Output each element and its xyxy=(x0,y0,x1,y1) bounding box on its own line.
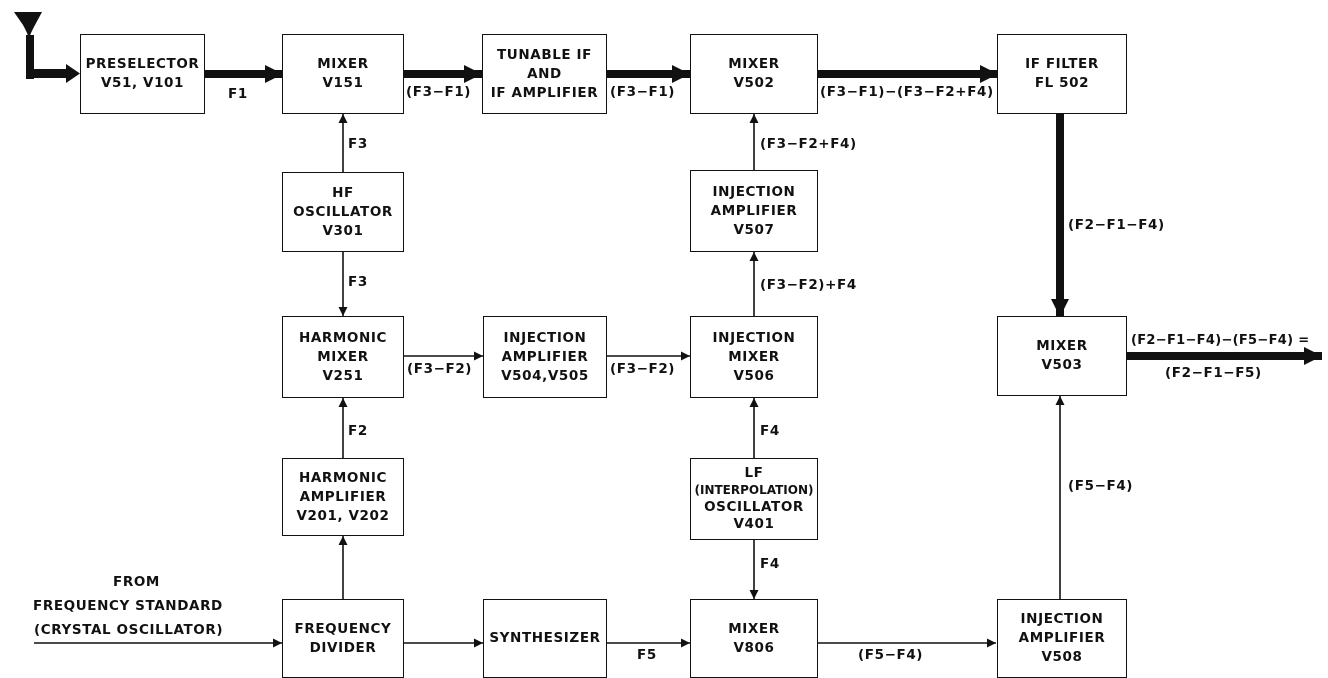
label-f4-upper: F4 xyxy=(760,423,780,439)
label-output-line-2: (F2−F1−F5) xyxy=(1165,365,1262,381)
lf-oscillator-line-3: OSCILLATOR xyxy=(704,499,804,515)
label-f5-f4-right: (F5−F4) xyxy=(1068,478,1134,494)
injection-amplifier-v507-block: INJECTION AMPLIFIER V507 xyxy=(690,170,818,252)
label-f3-f2-first: (F3−F2) xyxy=(407,361,473,377)
mixer-v502-block: MIXER V502 xyxy=(690,34,818,114)
injection-mixer-line-3: V506 xyxy=(733,367,775,384)
label-f3-upper: F3 xyxy=(348,136,368,152)
injection-amplifier-v508-line-1: INJECTION xyxy=(1020,611,1104,627)
hf-oscillator-line-2: OSCILLATOR xyxy=(293,203,393,220)
frequency-divider-block: FREQUENCY DIVIDER xyxy=(282,599,404,678)
mixer-v151-block: MIXER V151 xyxy=(282,34,404,114)
preselector-block: PRESELECTOR V51, V101 xyxy=(80,34,205,114)
lf-oscillator-line-1: LF xyxy=(744,465,764,481)
preselector-line-1: PRESELECTOR xyxy=(85,56,200,72)
preselector-line-2: V51, V101 xyxy=(100,75,185,91)
lf-oscillator-line-2: (INTERPOLATION) xyxy=(694,483,814,497)
label-f2-f1-f4: (F2−F1−F4) xyxy=(1068,217,1165,233)
label-f3-f1-second: (F3−F1) xyxy=(610,84,676,100)
harmonic-amplifier-line-3: V201, V202 xyxy=(296,507,390,524)
mixer-v806-block: MIXER V806 xyxy=(690,599,818,678)
injection-amplifier-v507-line-3: V507 xyxy=(733,221,775,238)
injection-mixer-line-2: MIXER xyxy=(728,348,780,365)
if-filter-block: IF FILTER FL 502 xyxy=(997,34,1127,114)
lf-oscillator-block: LF (INTERPOLATION) OSCILLATOR V401 xyxy=(690,458,818,540)
hf-oscillator-line-1: HF xyxy=(332,184,354,201)
frequency-divider-line-2: DIVIDER xyxy=(309,639,377,656)
lf-oscillator-line-4: V401 xyxy=(733,516,775,532)
antenna-icon xyxy=(14,12,80,83)
label-f4-lower: F4 xyxy=(760,556,780,572)
tunable-if-line-3: IF AMPLIFIER xyxy=(490,84,599,101)
label-f3-f2-plus-f4: (F3−F2)+F4 xyxy=(760,277,857,293)
injection-amplifier-v504-line-2: AMPLIFIER xyxy=(501,348,589,365)
mixer-v503-line-2: V503 xyxy=(1041,357,1083,373)
label-frequency-standard: FREQUENCY STANDARD xyxy=(33,598,223,614)
label-f3-f1-first: (F3−F1) xyxy=(406,84,472,100)
label-f3-f2-second: (F3−F2) xyxy=(610,361,676,377)
tunable-if-line-1: TUNABLE IF xyxy=(497,46,592,63)
if-filter-line-2: FL 502 xyxy=(1034,75,1090,91)
synthesizer-block: SYNTHESIZER xyxy=(483,599,607,678)
mixer-v151-line-2: V151 xyxy=(322,75,364,91)
injection-mixer-line-1: INJECTION xyxy=(712,329,796,346)
injection-amplifier-v504-line-1: INJECTION xyxy=(503,329,587,346)
harmonic-mixer-line-3: V251 xyxy=(322,367,364,384)
if-filter-line-1: IF FILTER xyxy=(1025,56,1099,72)
harmonic-amplifier-block: HARMONIC AMPLIFIER V201, V202 xyxy=(282,458,404,536)
injection-mixer-block: INJECTION MIXER V506 xyxy=(690,316,818,398)
injection-amplifier-v507-line-2: AMPLIFIER xyxy=(710,202,798,219)
injection-amplifier-v508-line-2: AMPLIFIER xyxy=(1018,630,1106,646)
harmonic-mixer-line-1: HARMONIC xyxy=(298,329,388,346)
injection-amplifier-v507-line-1: INJECTION xyxy=(712,183,796,200)
tunable-if-block: TUNABLE IF AND IF AMPLIFIER xyxy=(482,34,607,114)
injection-amplifier-v504-block: INJECTION AMPLIFIER V504,V505 xyxy=(483,316,607,398)
label-f3-lower: F3 xyxy=(348,274,368,290)
label-f5-f4-bottom: (F5−F4) xyxy=(858,647,924,663)
label-f5: F5 xyxy=(637,647,657,663)
label-f1: F1 xyxy=(228,86,248,102)
mixer-v502-line-1: MIXER xyxy=(728,56,780,72)
label-mixer-v502-output: (F3−F1)−(F3−F2+F4) xyxy=(820,84,994,100)
label-f2: F2 xyxy=(348,423,368,439)
synthesizer-line-1: SYNTHESIZER xyxy=(489,630,601,646)
harmonic-mixer-block: HARMONIC MIXER V251 xyxy=(282,316,404,398)
label-crystal-oscillator: (CRYSTAL OSCILLATOR) xyxy=(34,622,224,638)
tunable-if-line-2: AND xyxy=(527,65,562,82)
harmonic-amplifier-line-1: HARMONIC xyxy=(298,469,388,486)
harmonic-mixer-line-2: MIXER xyxy=(317,348,369,365)
label-f3-f2-f4: (F3−F2+F4) xyxy=(760,136,857,152)
label-output-line-1: (F2−F1−F4)−(F5−F4) = xyxy=(1131,333,1310,348)
label-from: FROM xyxy=(113,574,160,590)
mixer-v503-line-1: MIXER xyxy=(1036,338,1088,354)
injection-amplifier-v508-block: INJECTION AMPLIFIER V508 xyxy=(997,599,1127,678)
hf-oscillator-block: HF OSCILLATOR V301 xyxy=(282,172,404,252)
harmonic-amplifier-line-2: AMPLIFIER xyxy=(299,488,387,505)
injection-amplifier-v504-line-3: V504,V505 xyxy=(501,367,589,384)
mixer-v806-line-1: MIXER xyxy=(728,620,780,637)
mixer-v151-line-1: MIXER xyxy=(317,56,369,72)
mixer-v502-line-2: V502 xyxy=(733,75,775,91)
mixer-v806-line-2: V806 xyxy=(733,639,775,656)
mixer-v503-block: MIXER V503 xyxy=(997,316,1127,396)
injection-amplifier-v508-line-3: V508 xyxy=(1041,649,1083,665)
hf-oscillator-line-3: V301 xyxy=(322,222,364,239)
frequency-divider-line-1: FREQUENCY xyxy=(294,620,392,637)
